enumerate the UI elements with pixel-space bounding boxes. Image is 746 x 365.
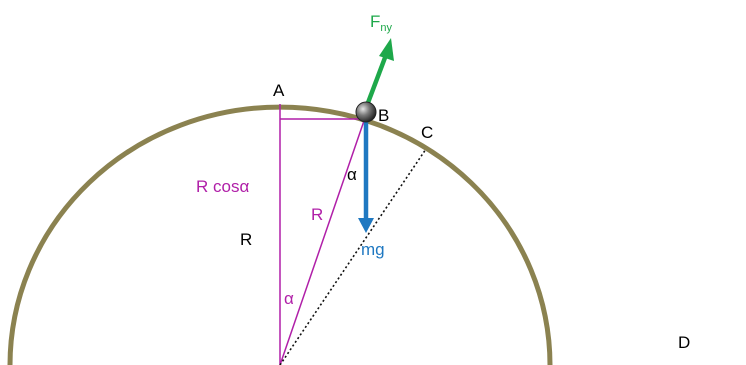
angle-top-label: α	[347, 165, 357, 184]
normal-force-arrow	[363, 38, 394, 109]
normal-force-subscript: ny	[380, 22, 392, 34]
point-a-label: A	[273, 81, 285, 100]
point-d-label: D	[678, 333, 690, 352]
normal-force-label: Fny	[370, 12, 393, 34]
dotted-radius-to-c-line	[279, 148, 427, 365]
point-b-label: B	[378, 106, 389, 125]
ball	[355, 101, 377, 123]
point-c-label: C	[421, 123, 433, 142]
gravity-arrow	[358, 116, 374, 233]
gravity-label: mg	[361, 240, 385, 259]
angle-bottom-label: α	[284, 289, 294, 308]
radius-to-b-line	[279, 114, 367, 365]
radius-hyp-label: R	[311, 205, 323, 224]
r-cos-alpha-label: R cosα	[196, 177, 249, 196]
normal-force-main: F	[370, 12, 380, 31]
radius-left-label: R	[240, 230, 252, 249]
